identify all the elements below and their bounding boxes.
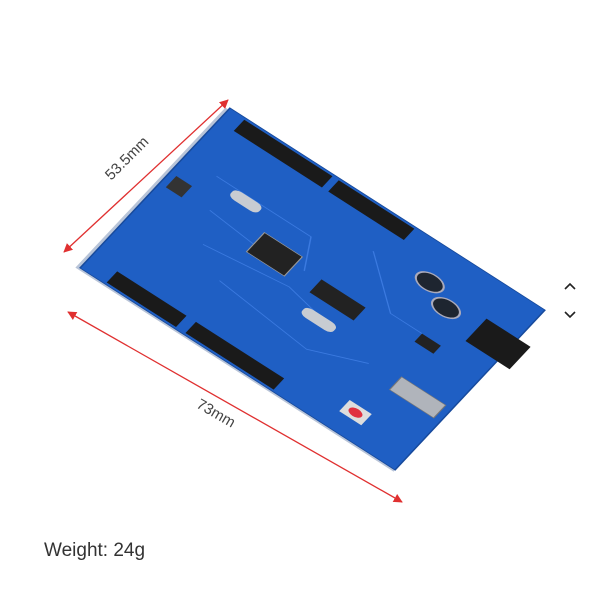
- mcu-chip: [245, 232, 303, 277]
- length-dimension-line: [67, 311, 403, 503]
- width-dimension-line: [63, 99, 229, 253]
- usb-serial-chip: [309, 279, 366, 321]
- arduino-board: [75, 107, 546, 472]
- chevron-up-icon[interactable]: [560, 278, 580, 294]
- capacitor: [430, 296, 462, 320]
- weight-value: 24g: [113, 540, 146, 561]
- weight-label: Weight:: [44, 540, 109, 561]
- chevron-down-icon[interactable]: [560, 307, 580, 323]
- crystal: [230, 190, 262, 213]
- dc-power-jack: [465, 318, 531, 370]
- weight-text: Weight: 24g: [44, 540, 145, 562]
- capacitor: [414, 271, 445, 294]
- digital-header-1: [233, 119, 333, 188]
- digital-header-2: [328, 180, 415, 240]
